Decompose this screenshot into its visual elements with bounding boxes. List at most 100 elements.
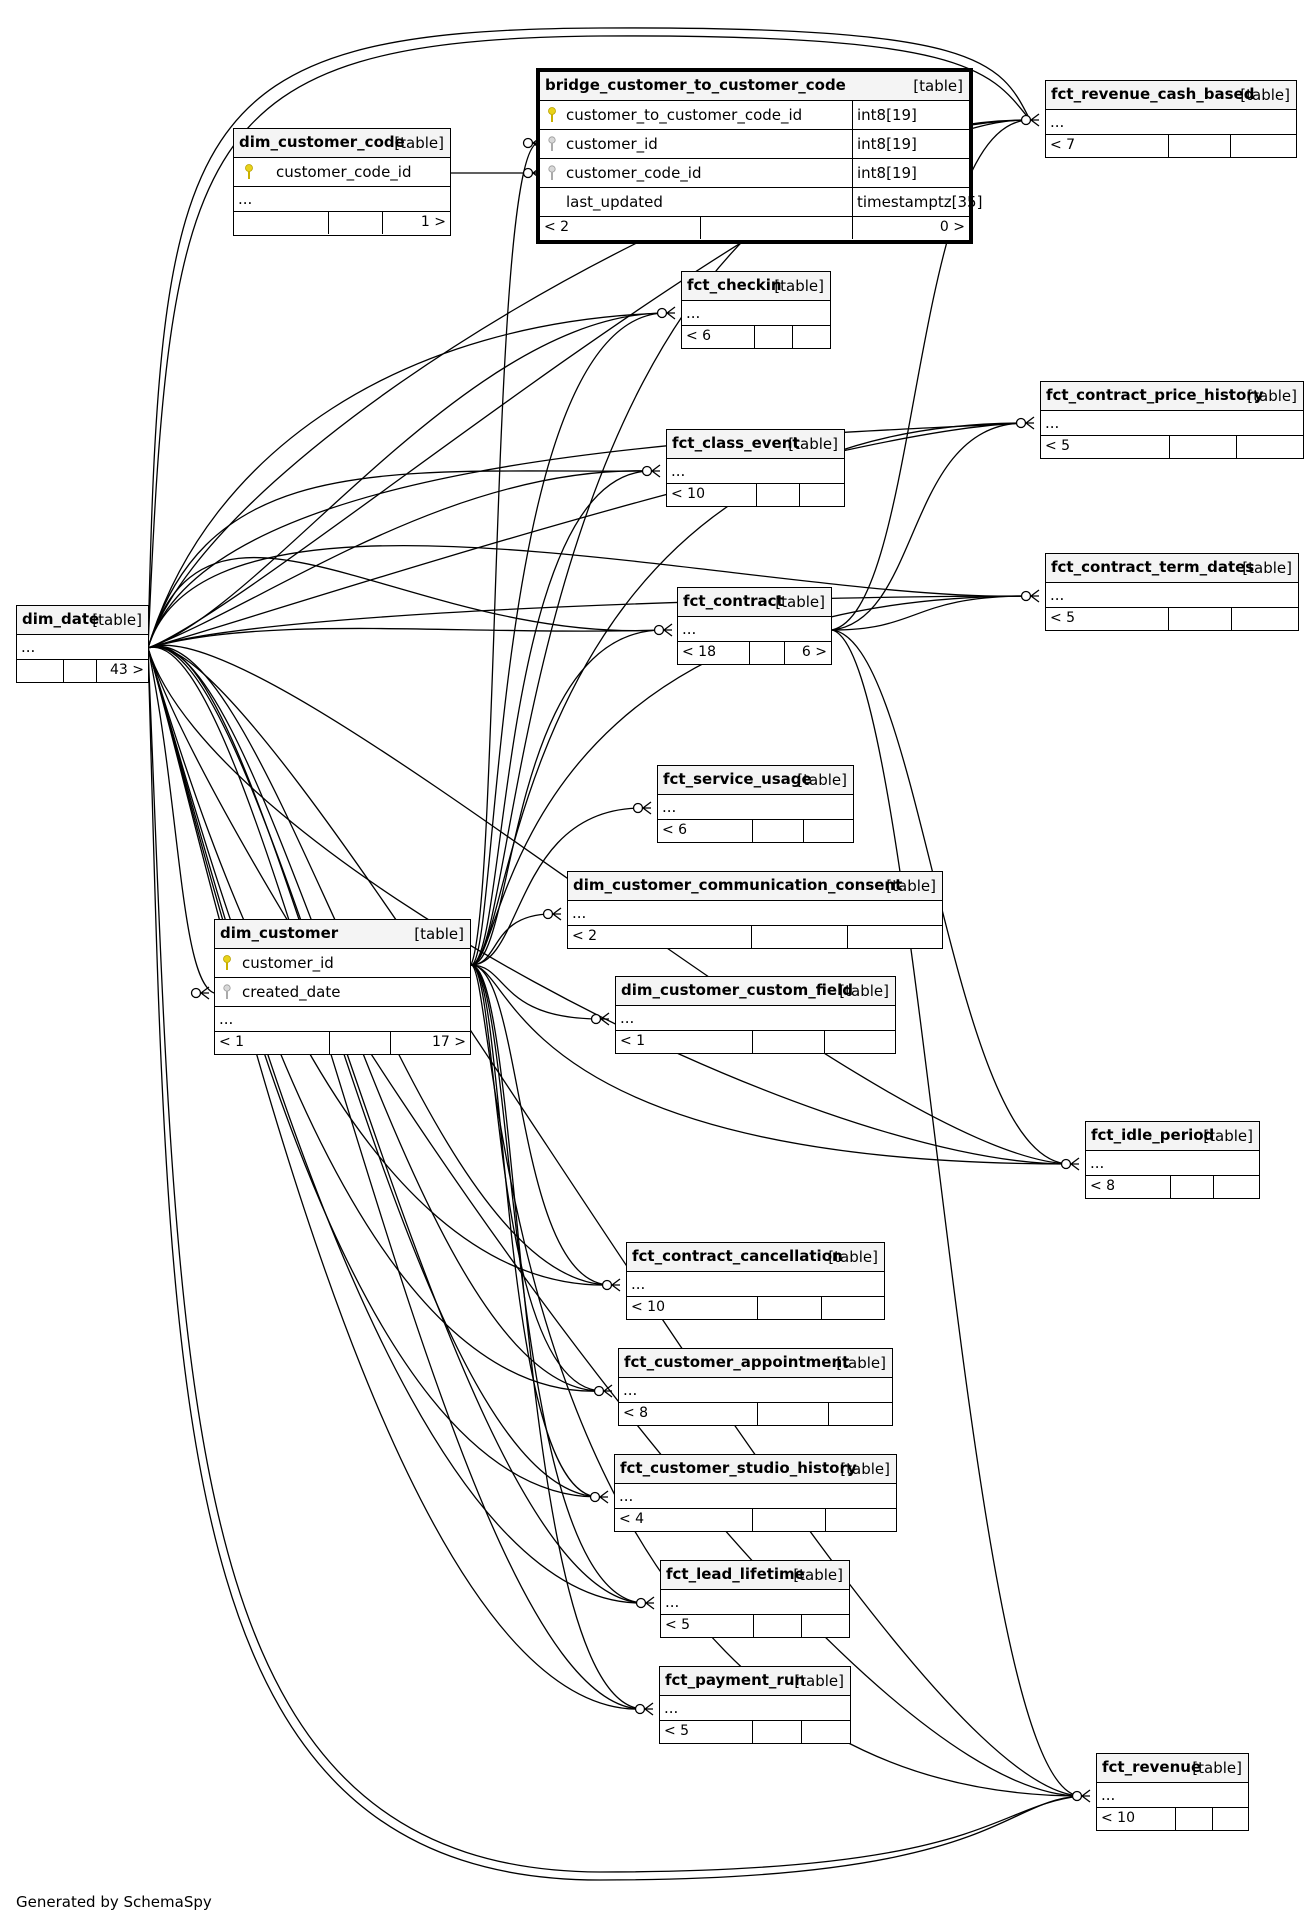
column-type: timestamptz[35] <box>852 188 982 216</box>
optional-end-marker <box>1020 590 1032 602</box>
crowfoot-marker <box>599 1490 609 1504</box>
table-fct-contract-term-dates[interactable]: fct_contract_term_dates[table] ... < 5 <box>1045 553 1299 631</box>
column-row[interactable]: last_updated timestamptz[35] <box>540 188 982 217</box>
more-columns[interactable]: ... <box>658 795 853 820</box>
table-footer: < 10 <box>1097 1808 1248 1830</box>
table-header: dim_customer [table] <box>215 920 470 949</box>
relationship-line <box>147 312 667 649</box>
relationship-line <box>470 964 1071 1165</box>
column-row[interactable]: customer_code_id int8[19] <box>540 159 969 188</box>
table-dim-customer-custom-field[interactable]: dim_customer_custom_field[table] ... < 1 <box>615 976 896 1054</box>
table-dim-customer[interactable]: dim_customer [table] customer_id created… <box>214 919 471 1055</box>
column-row[interactable]: customer_id <box>215 949 470 978</box>
parents-count: < 1 <box>620 1033 646 1049</box>
crowfoot-marker <box>644 1702 654 1716</box>
column-type: int8[19] <box>852 130 969 158</box>
column-name: customer_code_id <box>276 163 412 181</box>
more-columns[interactable]: ... <box>627 1272 884 1297</box>
relationship-line <box>470 807 643 966</box>
table-fct-class-event[interactable]: fct_class_event[table] ... < 10 <box>666 429 845 507</box>
more-columns[interactable]: ... <box>1046 110 1296 135</box>
parents-count: < 5 <box>1045 438 1071 454</box>
more-columns[interactable]: ... <box>1086 1151 1259 1176</box>
table-type: [table] <box>788 435 838 453</box>
more-columns[interactable]: ... <box>215 1007 470 1032</box>
table-fct-checkin[interactable]: fct_checkin[table] ... < 6 <box>681 271 831 349</box>
more-columns[interactable]: ... <box>619 1378 892 1403</box>
table-bridge-customer-to-customer-code[interactable]: bridge_customer_to_customer_code [table]… <box>536 68 982 244</box>
column-row[interactable]: customer_id int8[19] <box>540 130 969 159</box>
more-columns[interactable]: ... <box>667 459 844 484</box>
relationship-line <box>147 470 652 649</box>
more-columns[interactable]: ... <box>661 1590 849 1615</box>
table-footer: 43 > <box>17 660 148 682</box>
generated-by-credit: Generated by SchemaSpy <box>16 1893 212 1911</box>
table-footer: < 1 17 > <box>215 1032 470 1054</box>
table-fct-revenue-cash-based[interactable]: fct_revenue_cash_based[table] ... < 7 <box>1045 80 1297 158</box>
table-type: [table] <box>886 877 936 895</box>
table-footer: < 5 <box>661 1615 849 1637</box>
column-row[interactable]: customer_to_customer_code_id int8[19] <box>540 101 969 130</box>
more-columns[interactable]: ... <box>1041 411 1303 436</box>
table-name: dim_date <box>22 610 100 628</box>
column-row[interactable]: customer_code_id <box>234 158 450 187</box>
more-columns[interactable]: ... <box>660 1696 850 1721</box>
more-columns[interactable]: ... <box>568 901 942 926</box>
relationship-line <box>147 627 664 649</box>
table-fct-contract-price-history[interactable]: fct_contract_price_history[table] ... < … <box>1040 381 1304 459</box>
more-columns[interactable]: ... <box>678 617 831 642</box>
relationship-line <box>147 646 1082 1797</box>
table-fct-idle-period[interactable]: fct_idle_period[table] ... < 8 <box>1085 1121 1260 1199</box>
relationship-line <box>147 647 1082 1881</box>
optional-end-marker <box>590 1013 602 1025</box>
more-columns[interactable]: ... <box>682 301 830 326</box>
table-footer: < 2 <box>568 926 942 948</box>
column-row[interactable]: created_date <box>215 978 470 1007</box>
table-name: dim_customer <box>220 924 339 942</box>
more-columns[interactable]: ... <box>1046 583 1298 608</box>
table-fct-contract-cancellation[interactable]: fct_contract_cancellation[table] ... < 1… <box>626 1242 885 1320</box>
table-fct-revenue[interactable]: fct_revenue[table] ... < 10 <box>1096 1753 1249 1831</box>
table-fct-payment-run[interactable]: fct_payment_run[table] ... < 5 <box>659 1666 851 1744</box>
parents-count: < 2 <box>544 219 570 235</box>
column-name: last_updated <box>566 193 663 211</box>
table-name: fct_revenue <box>1102 1758 1202 1776</box>
more-columns[interactable]: ... <box>17 635 148 660</box>
table-fct-customer-studio-history[interactable]: fct_customer_studio_history[table] ... <… <box>614 1454 897 1532</box>
more-columns[interactable]: ... <box>615 1484 896 1509</box>
more-columns[interactable]: ... <box>616 1006 895 1031</box>
crowfoot-marker <box>666 306 676 320</box>
table-dim-customer-code[interactable]: dim_customer_code [table] customer_code_… <box>233 128 451 236</box>
table-footer: < 5 <box>1041 436 1303 458</box>
table-dim-customer-communication-consent[interactable]: dim_customer_communication_consent[table… <box>567 871 943 949</box>
table-name: fct_revenue_cash_based <box>1051 85 1255 103</box>
table-name: fct_customer_studio_history <box>620 1459 857 1477</box>
relationship-line <box>147 647 604 1392</box>
table-type: [table] <box>394 134 444 152</box>
crowfoot-marker <box>1081 1789 1091 1803</box>
table-fct-service-usage[interactable]: fct_service_usage[table] ... < 6 <box>657 765 854 843</box>
optional-end-marker <box>635 1597 647 1609</box>
parents-count: < 7 <box>1050 137 1076 153</box>
table-footer: < 1 <box>616 1031 895 1053</box>
more-columns[interactable]: ... <box>234 187 450 212</box>
more-columns[interactable]: ... <box>1097 1783 1248 1808</box>
relationship-line <box>831 595 1031 631</box>
column-type: int8[19] <box>852 101 969 129</box>
parents-count: < 4 <box>619 1511 645 1527</box>
relationship-line <box>470 964 601 1020</box>
crowfoot-marker <box>645 1596 655 1610</box>
table-dim-date[interactable]: dim_date[table] ... 43 > <box>16 605 149 683</box>
children-count: 0 > <box>939 219 965 235</box>
crowfoot-marker <box>603 1384 613 1398</box>
table-type: [table] <box>1242 559 1292 577</box>
table-name: dim_customer_communication_consent <box>573 876 903 894</box>
table-fct-customer-appointment[interactable]: fct_customer_appointment[table] ... < 8 <box>618 1348 893 1426</box>
relationship-line <box>147 556 664 649</box>
table-name: fct_lead_lifetime <box>666 1565 805 1583</box>
relationship-line <box>470 913 553 966</box>
table-fct-lead-lifetime[interactable]: fct_lead_lifetime[table] ... < 5 <box>660 1560 850 1638</box>
table-name: fct_payment_run <box>665 1671 806 1689</box>
